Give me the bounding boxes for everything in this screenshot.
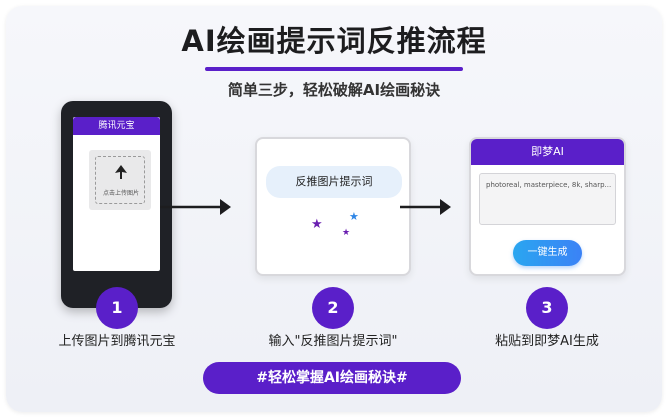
page-subtitle: 简单三步，轻松破解AI绘画秘诀 bbox=[227, 81, 441, 99]
upload-label: 点击上传图片 bbox=[102, 190, 139, 197]
prompt-textarea[interactable]: photoreal, masterpiece, 8k, sharp... bbox=[479, 173, 616, 225]
step-1-label: 上传图片到腾讯元宝 bbox=[58, 334, 176, 349]
star-icon: ★ bbox=[342, 228, 351, 238]
page-title: AI绘画提示词反推流程 bbox=[181, 24, 487, 58]
step-3-label: 粘贴到即梦AI生成 bbox=[495, 334, 599, 349]
title-underline bbox=[205, 67, 463, 71]
phone-app-header: 腾讯元宝 bbox=[73, 117, 160, 135]
upload-area[interactable]: 点击上传图片 bbox=[89, 150, 151, 210]
phone-mockup: 腾讯元宝 点击上传图片 bbox=[61, 101, 172, 308]
step-1-badge: 1 bbox=[96, 287, 138, 329]
generate-button[interactable]: 一键生成 bbox=[513, 240, 582, 266]
step-3-badge: 3 bbox=[526, 287, 568, 329]
bottom-hashtag-banner: #轻松掌握AI绘画秘诀# bbox=[203, 362, 461, 394]
reverse-prompt-input[interactable]: 反推图片提示词 bbox=[266, 166, 402, 198]
step-2-label: 输入"反推图片提示词" bbox=[268, 334, 398, 349]
arrow-right-icon bbox=[160, 199, 231, 215]
upload-dashed-frame: 点击上传图片 bbox=[95, 156, 145, 204]
jimeng-window: 即梦AI photoreal, masterpiece, 8k, sharp..… bbox=[469, 137, 626, 276]
arrow-right-icon bbox=[400, 199, 451, 215]
star-icon: ★ bbox=[311, 217, 323, 232]
reverse-prompt-window: 反推图片提示词 ★ ★ ★ bbox=[255, 137, 411, 276]
jimeng-header: 即梦AI bbox=[471, 139, 624, 165]
upload-arrow-icon bbox=[115, 165, 127, 179]
step-2-badge: 2 bbox=[312, 287, 354, 329]
star-icon: ★ bbox=[349, 210, 359, 223]
phone-screen: 腾讯元宝 点击上传图片 bbox=[73, 117, 160, 271]
